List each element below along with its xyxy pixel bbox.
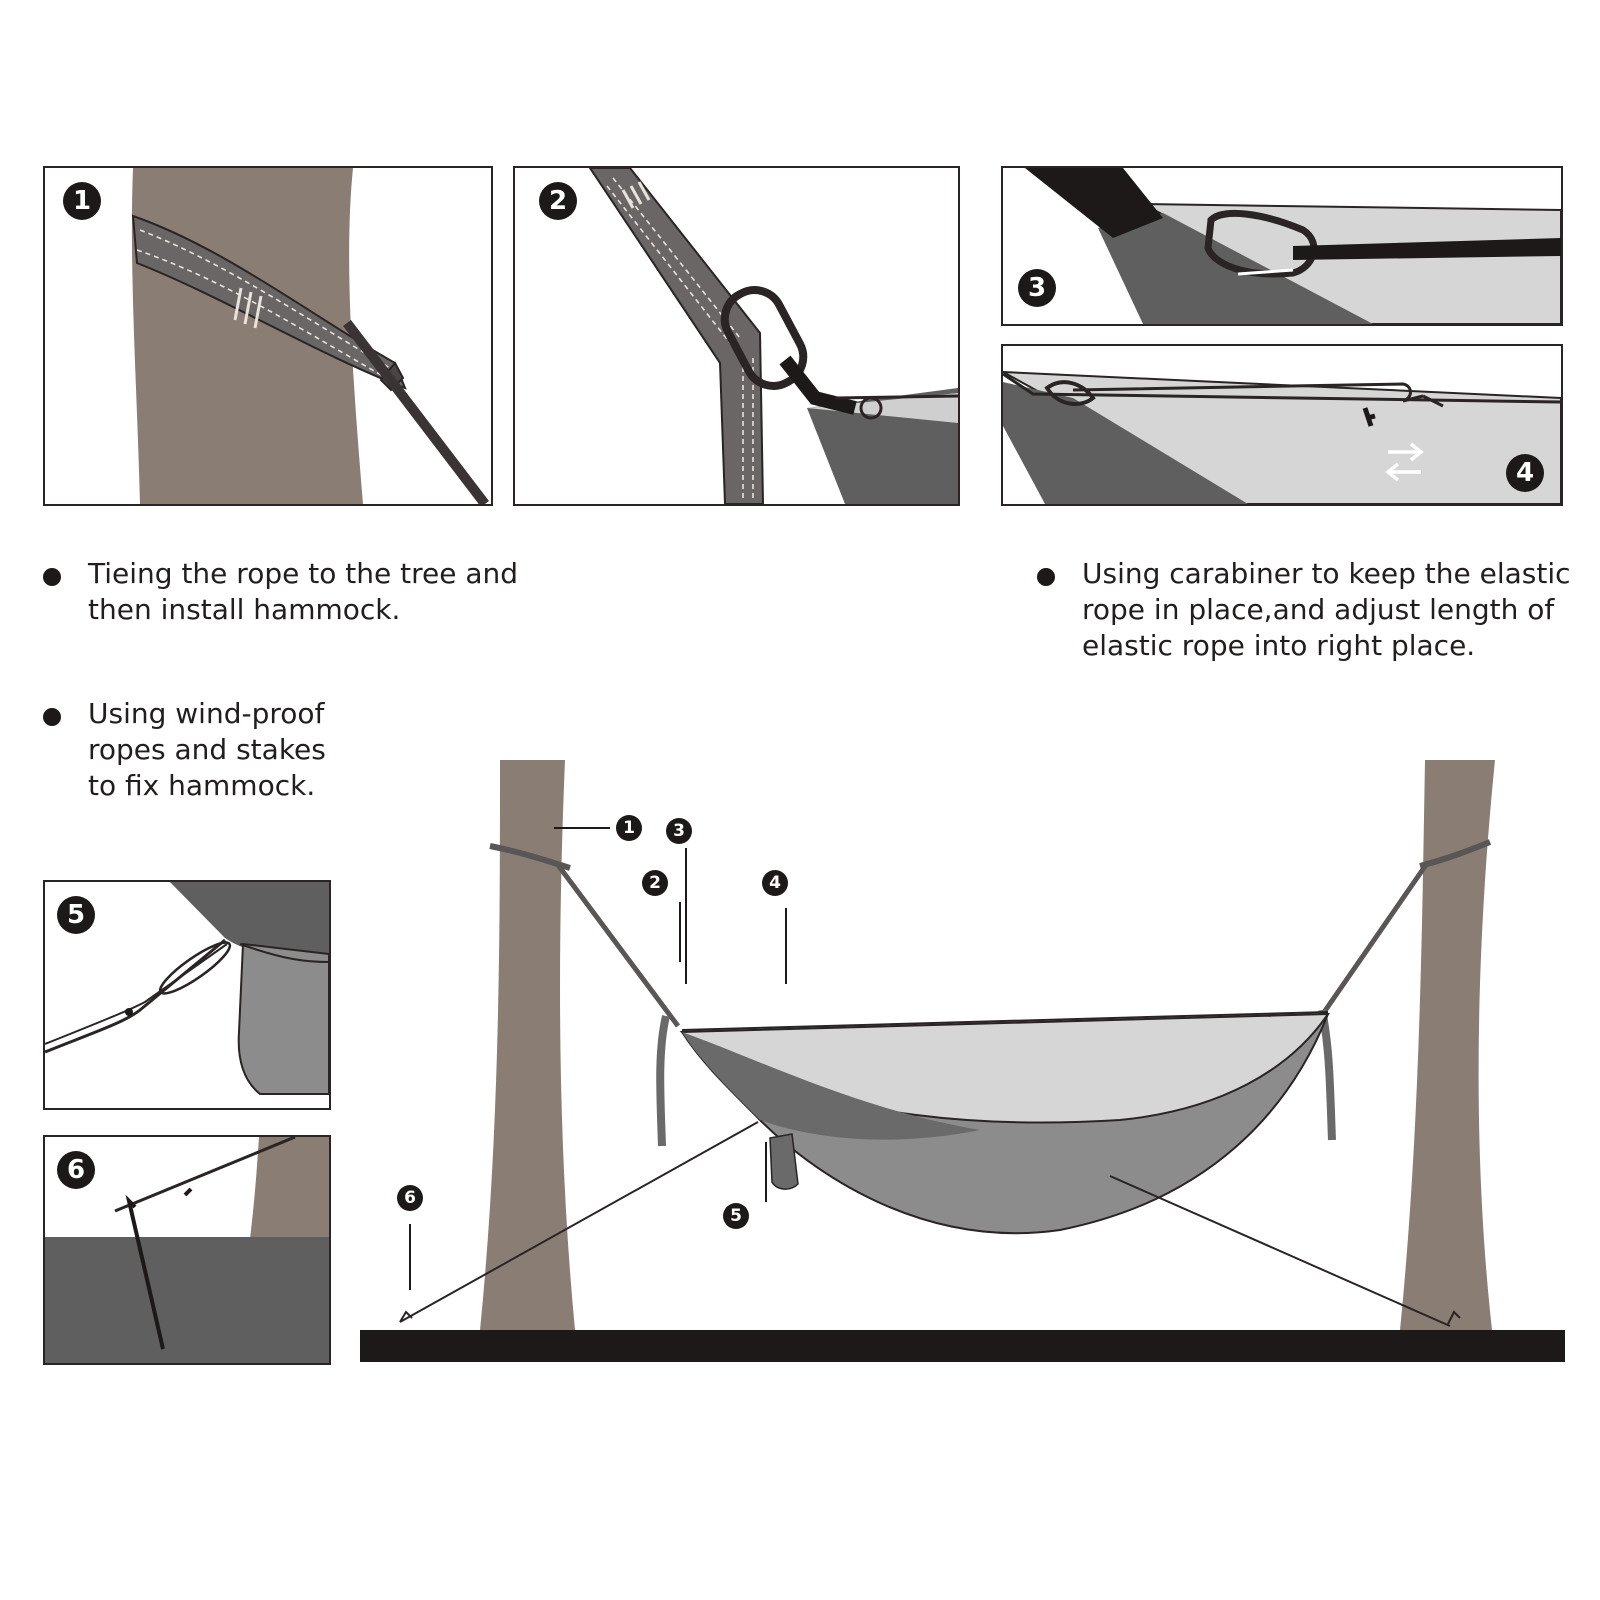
step-4-panel: 4 (1001, 344, 1563, 506)
bullet-dot (1037, 568, 1055, 586)
bullet-dot (43, 568, 61, 586)
instruction-line: Using wind-proof (88, 697, 325, 730)
instruction-text: Using wind-proof ropes and stakes to fix… (88, 696, 326, 804)
callout-2: 2 (642, 870, 668, 896)
left-right-arrows-icon (1385, 442, 1424, 482)
left-tree (480, 760, 575, 1330)
step-6-panel: 6 (43, 1135, 331, 1365)
elastic-rope-adjust-illustration (1003, 371, 1561, 504)
step-2-badge: 2 (539, 182, 577, 220)
tree-strap-illustration (131, 168, 489, 504)
instruction-tree: Tieing the rope to the tree and then ins… (43, 556, 518, 628)
instruction-line: Tieing the rope to the tree and (88, 557, 518, 590)
step-5-panel: 5 (43, 880, 331, 1110)
instruction-text: Tieing the rope to the tree and then ins… (88, 556, 518, 628)
step-6-badge: 6 (57, 1151, 95, 1189)
carabiner-clip-illustration (1025, 168, 1561, 324)
callout-4: 4 (762, 870, 788, 896)
step-5-badge: 5 (57, 896, 95, 934)
step-1-panel: 1 (43, 166, 493, 506)
callout-3: 3 (666, 818, 692, 844)
instruction-carabiner: Using carabiner to keep the elastic rope… (1037, 556, 1571, 664)
callout-5: 5 (723, 1203, 749, 1229)
step-4-badge: 4 (1506, 454, 1544, 492)
right-tree (1400, 760, 1495, 1330)
step-3-badge: 3 (1018, 269, 1056, 307)
instruction-line: ropes and stakes (88, 733, 326, 766)
callout-6: 6 (397, 1185, 423, 1211)
hammock-overview-illustration (360, 760, 1565, 1362)
bullet-dot (43, 708, 61, 726)
instruction-text: Using carabiner to keep the elastic rope… (1082, 556, 1571, 664)
step-2-panel: 2 (513, 166, 960, 506)
instruction-windproof: Using wind-proof ropes and stakes to fix… (43, 696, 326, 804)
ground-stake-illustration (45, 1137, 329, 1363)
instruction-line: to fix hammock. (88, 769, 316, 802)
instruction-line: rope in place,and adjust length of (1082, 593, 1555, 626)
instruction-line: then install hammock. (88, 593, 401, 626)
step-1-badge: 1 (63, 182, 101, 220)
instruction-line: elastic rope into right place. (1082, 629, 1476, 662)
ground (360, 1330, 1565, 1362)
instruction-line: Using carabiner to keep the elastic (1082, 557, 1571, 590)
callout-1: 1 (616, 815, 642, 841)
guy-line-loop-illustration (45, 882, 329, 1095)
strap-carabiner-illustration (588, 168, 958, 504)
step-3-panel: 3 (1001, 166, 1563, 326)
hammock-setup-overview: 1 3 2 4 5 6 (360, 730, 1565, 1374)
